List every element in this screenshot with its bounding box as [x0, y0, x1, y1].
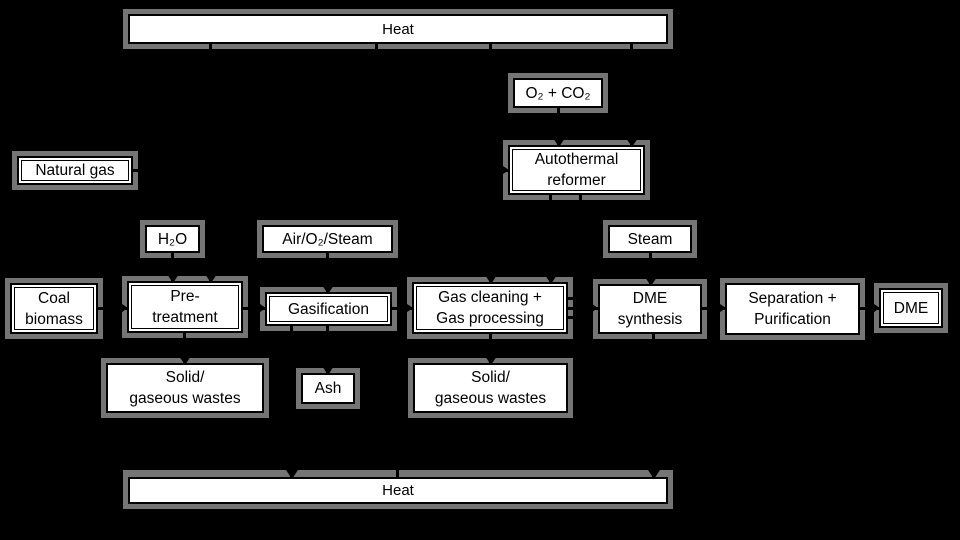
- connector-h2o-pretreatment: [171, 253, 174, 282]
- node-wastes-right: Solid/ gaseous wastes: [413, 363, 568, 413]
- connector-heat-pretreatment: [209, 44, 212, 282]
- arrowhead-o2co2-down: [553, 138, 565, 147]
- connector-reformer-gascleaning: [549, 195, 552, 283]
- connector-o2co2-reformer: [557, 108, 560, 146]
- connector-heat-gascleaning: [489, 44, 492, 283]
- arrowhead-air-down: [322, 285, 334, 294]
- connector-reformer-stub: [579, 195, 582, 207]
- connector-naturalgas-reformer: [133, 169, 509, 172]
- arrowhead-into-pretreatment: [119, 302, 128, 314]
- node-wastes-left: Solid/ gaseous wastes: [106, 363, 264, 413]
- node-ash: Ash: [301, 373, 355, 404]
- node-o2-co2: O₂ + CO₂: [513, 78, 603, 108]
- connector-heat-reformer: [630, 44, 633, 146]
- node-heat-bottom: Heat: [128, 477, 668, 504]
- node-air-o2-steam: Air/O₂/Steam: [262, 225, 393, 253]
- arrowhead-steam-down: [645, 277, 657, 286]
- connector-dmesynthesis-heatbottom: [652, 334, 655, 478]
- connector-gasification-ash: [326, 326, 329, 374]
- connector-pretreatment-wastes: [183, 333, 186, 364]
- arrowhead-into-dme: [871, 302, 880, 314]
- node-steam: Steam: [608, 225, 692, 253]
- connector-steam-dmesynthesis: [649, 253, 652, 285]
- connector-dmesynthesis-separation: [702, 307, 726, 310]
- arrowhead-into-dmesynthesis: [589, 302, 598, 314]
- node-heat-top: Heat: [128, 14, 668, 44]
- connector-recycle-stub-lower: [566, 316, 580, 319]
- arrowhead-heat-clean-down: [485, 275, 497, 284]
- node-h2o: H₂O: [145, 225, 200, 253]
- connector-heatbottom-stub: [396, 458, 399, 478]
- arrowhead-into-separation: [717, 302, 726, 314]
- connector-gascleaning-dmesynthesis: [568, 307, 599, 310]
- arrowhead-into-gasification: [257, 302, 266, 314]
- connector-recycle-stub-upper: [566, 297, 580, 300]
- arrowhead-into-gascleaning: [404, 302, 413, 314]
- arrowhead-ref-clean-down: [545, 275, 557, 284]
- arrowhead-dme-heatb-down: [648, 470, 660, 479]
- connector-separation-dme: [860, 307, 880, 310]
- arrowhead-heat-ref-down: [626, 138, 638, 147]
- node-natural-gas: Natural gas: [17, 156, 133, 185]
- connector-heat-stub: [375, 44, 378, 56]
- arrowhead-heat-pre-down: [205, 274, 217, 283]
- node-autothermal-reformer: Autothermal reformer: [508, 145, 645, 195]
- connector-air-gasification: [326, 253, 329, 293]
- arrowhead-into-reformer-left: [500, 164, 509, 176]
- arrowhead-h2o-down: [167, 274, 179, 283]
- arrowhead-clean-wastes-down: [485, 356, 497, 365]
- node-pre-treatment: Pre- treatment: [127, 281, 243, 333]
- node-dme: DME: [879, 288, 943, 328]
- arrowhead-gasif-ash-down: [322, 366, 334, 375]
- node-gas-cleaning: Gas cleaning + Gas processing: [412, 282, 568, 334]
- node-coal-biomass: Coal biomass: [10, 283, 98, 334]
- node-gasification: Gasification: [265, 292, 392, 326]
- arrowhead-gasif-heatb-down: [286, 470, 298, 479]
- connector-coal-pretreatment: [98, 307, 128, 310]
- connector-pretreatment-gasification: [243, 307, 266, 310]
- connector-gasification-gascleaning: [392, 307, 413, 310]
- node-separation: Separation + Purification: [725, 283, 860, 335]
- arrowhead-pre-wastes-down: [179, 356, 191, 365]
- connector-gasification-heatbottom: [290, 326, 293, 478]
- node-dme-synthesis: DME synthesis: [598, 284, 702, 334]
- connector-gascleaning-wastes: [489, 334, 492, 364]
